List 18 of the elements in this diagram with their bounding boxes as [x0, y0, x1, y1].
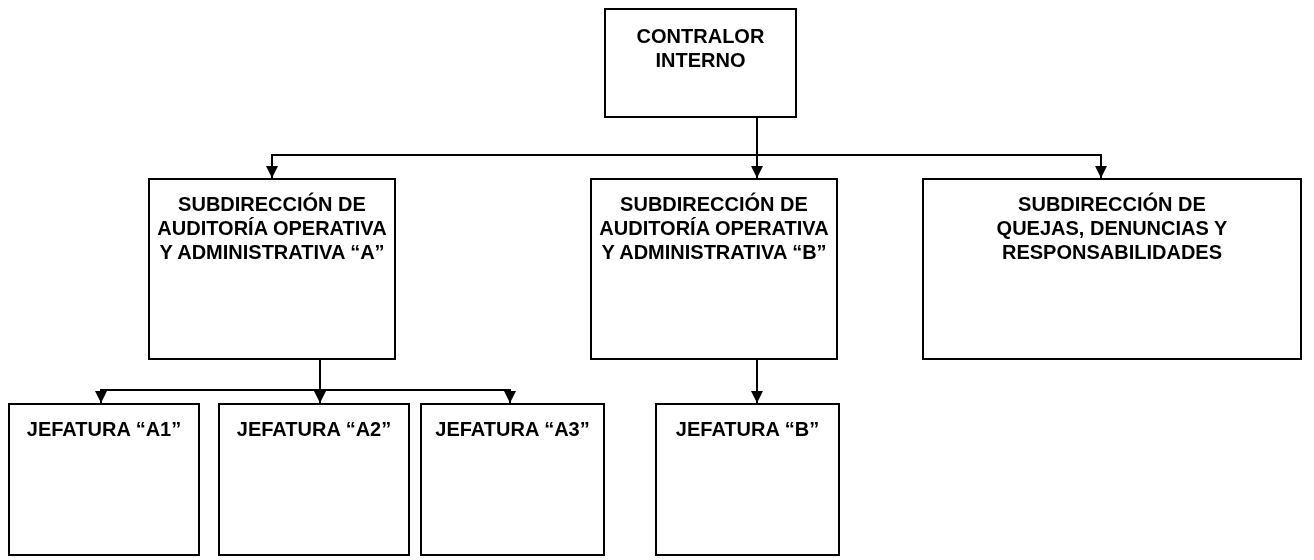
box-label: SUBDIRECCIÓN DE AUDITORÍA OPERATIVA Y ADMINISTRATIVA “B” — [599, 192, 829, 264]
org-box — [148, 178, 396, 360]
org-box — [655, 403, 840, 556]
org-box — [420, 403, 605, 556]
box-label: SUBDIRECCIÓN DE AUDITORÍA OPERATIVA Y ADMINISTRATIVA “A” — [157, 192, 387, 264]
box-label: JEFATURA “A2” — [236, 417, 392, 441]
box-label: SUBDIRECCIÓN DE QUEJAS, DENUNCIAS Y RESPONSABILIDADES — [995, 192, 1229, 264]
org-box — [8, 403, 200, 556]
org-box — [922, 178, 1302, 360]
org-box — [218, 403, 410, 556]
org-box — [590, 178, 838, 360]
connector-arrow — [751, 359, 763, 404]
box-label: JEFATURA “A3” — [435, 417, 590, 441]
connector-arrow — [319, 359, 516, 404]
box-label: JEFATURA “B” — [675, 417, 820, 441]
box-label: JEFATURA “A1” — [26, 417, 182, 441]
org-box — [604, 8, 797, 118]
box-label: CONTRALOR INTERNO — [635, 24, 766, 72]
